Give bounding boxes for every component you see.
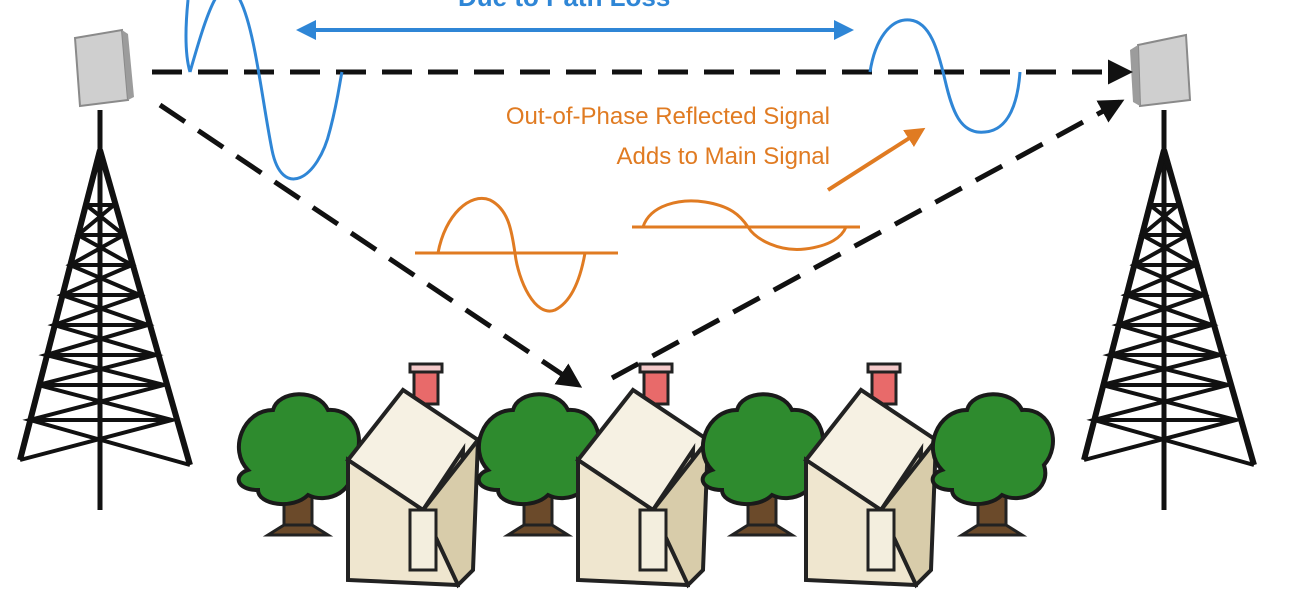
reflected-signal-wave-small	[632, 199, 860, 251]
house-icon	[346, 362, 480, 587]
reflected-signal-arrow	[826, 127, 926, 192]
left-antenna-icon	[73, 28, 134, 108]
reflected-signal-wave-large	[415, 197, 618, 313]
reflected-signal-label-line2: Adds to Main Signal	[616, 143, 830, 170]
main-signal-wave-large	[184, 0, 344, 181]
reflected-signal-label-line1: Out-of-Phase Reflected Signal	[505, 103, 830, 130]
house-icon	[804, 362, 938, 587]
right-tower	[1084, 110, 1254, 510]
tree-icon	[236, 392, 361, 537]
right-antenna-icon	[1130, 33, 1192, 108]
tree-icon	[930, 392, 1055, 537]
left-tower	[20, 110, 190, 510]
main-signal-wave-small	[868, 18, 1022, 134]
path-loss-label: Due to Path Loss	[458, 0, 670, 13]
reflected-path-down-arrow	[158, 102, 583, 388]
reflected-path-up-arrow	[610, 99, 1125, 381]
house-icon	[576, 362, 710, 587]
